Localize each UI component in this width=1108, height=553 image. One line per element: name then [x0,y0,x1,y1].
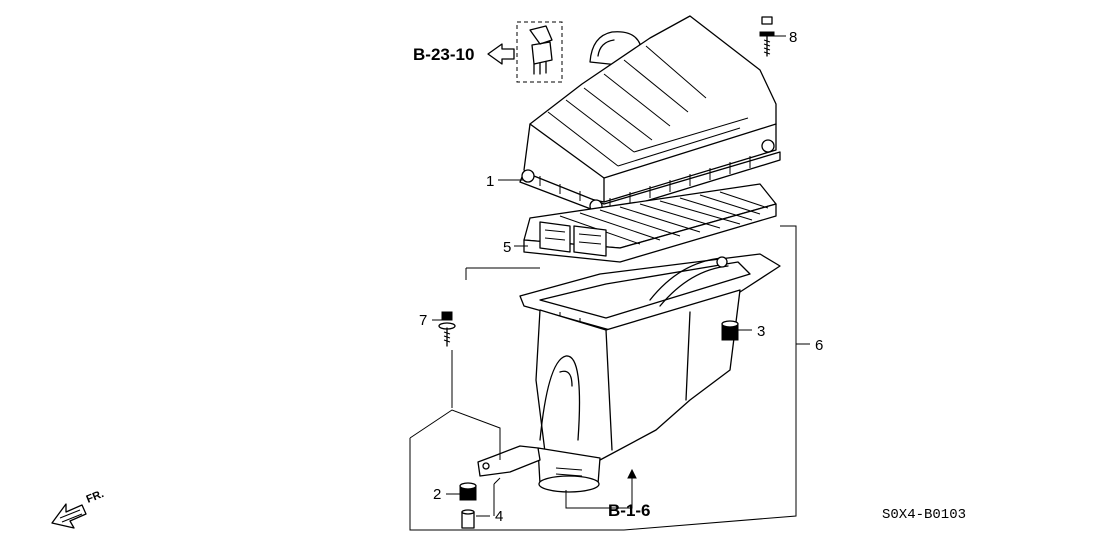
screw-8 [759,16,775,57]
callout-8: 8 [789,29,797,46]
upper-cover [519,15,781,215]
callout-6: 6 [815,337,823,354]
callout-7: 7 [419,312,427,329]
front-label: FR. [85,488,106,506]
callout-2: 2 [433,486,441,503]
callout-1: 1 [486,173,494,190]
callout-3: 3 [757,323,765,340]
callout-4: 4 [495,508,503,525]
diagram-code: S0X4-B0103 [882,507,966,523]
lower-housing [477,253,781,493]
grommet-2 [459,482,477,501]
sensor-clip-inset [516,21,563,83]
callout-5: 5 [503,239,511,256]
reference-lower: B-1-6 [608,501,651,520]
bolt-7 [438,311,456,347]
filter-element [523,183,777,263]
grommet-3 [721,320,739,341]
reference-arrow-upper [487,43,515,65]
front-direction-marker: FR. [51,488,106,529]
collar-4 [461,509,475,529]
leader-lines [409,35,810,531]
reference-upper: B-23-10 [413,45,474,64]
